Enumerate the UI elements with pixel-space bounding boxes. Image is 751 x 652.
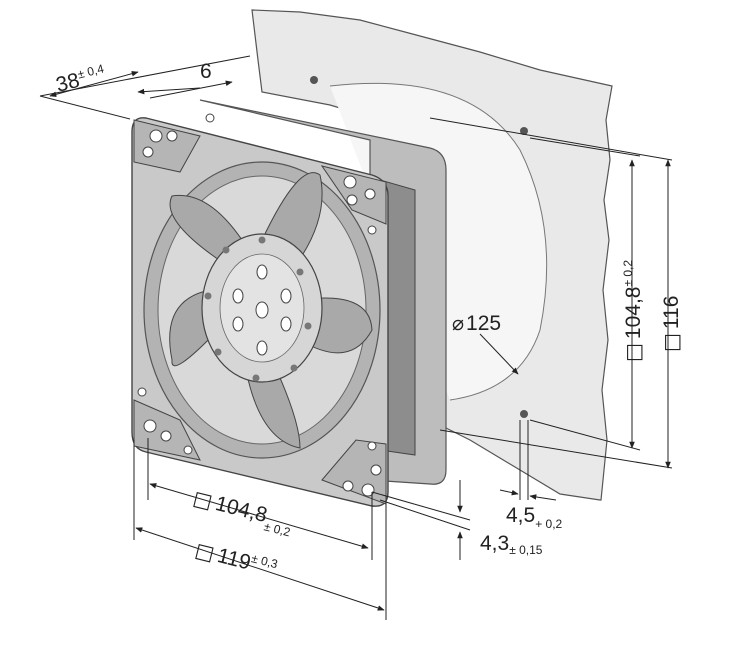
corner-bottom-left xyxy=(133,387,201,461)
corner-top-right xyxy=(320,165,387,235)
screw-hole-label: 4,3± 0,15 xyxy=(480,532,543,557)
panel-hole-icon xyxy=(520,410,528,418)
mounting-hole-label: 4,5+ 0,2 xyxy=(506,504,563,531)
fan-impeller xyxy=(169,172,373,449)
depth-dimension-label: 38± 0,4 xyxy=(53,61,108,96)
hole-spacing-side-label: □104,8± 0,2 xyxy=(621,260,645,362)
guard-depth-label: 6 xyxy=(200,60,212,83)
cutout-diameter-label: ⌀125 xyxy=(452,311,501,335)
mounting-height-label: □116 xyxy=(659,296,683,352)
frame-width-label: □119± 0,3 xyxy=(193,538,280,581)
corner-top-left xyxy=(133,113,215,173)
hole-spacing-top-label: □104,8± 0,2 xyxy=(189,486,296,540)
dimension-lines xyxy=(39,55,673,620)
panel-hole-icon xyxy=(310,76,318,84)
panel-hole-icon xyxy=(520,127,528,135)
